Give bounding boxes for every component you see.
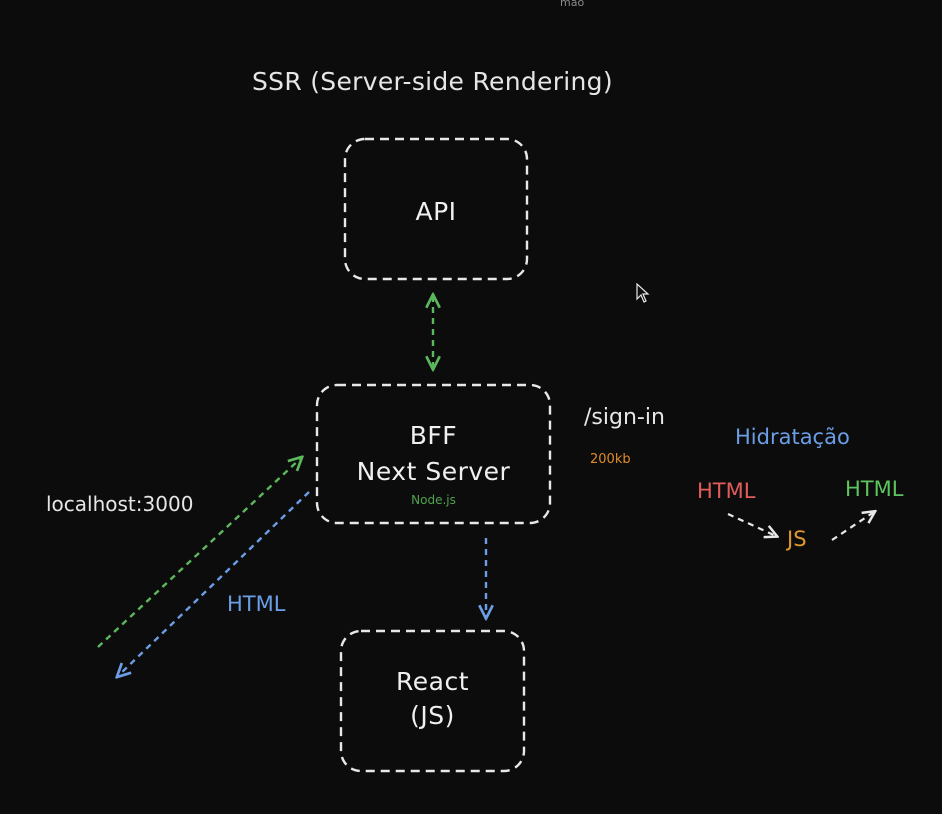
- bff-label: BFF: [409, 421, 458, 450]
- hydration-to-label: HTML: [845, 477, 904, 501]
- react-box: [339, 629, 526, 773]
- bff-box: [315, 383, 552, 525]
- response-html-label: HTML: [227, 592, 286, 616]
- route-size-label: 200kb: [590, 452, 631, 467]
- response-arrow: [118, 491, 310, 676]
- route-path-label: /sign-in: [584, 405, 665, 430]
- runtime-label: Node.js: [411, 493, 456, 507]
- react-label: React: [396, 667, 469, 696]
- next-server-label: Next Server: [356, 457, 511, 486]
- mouse-cursor-icon: [636, 283, 650, 303]
- request-arrow: [97, 458, 301, 648]
- author-label: mao: [560, 0, 585, 9]
- api-label: API: [415, 197, 457, 226]
- diagram-title: SSR (Server-side Rendering): [252, 67, 613, 96]
- hydration-arrow-1: [727, 513, 776, 536]
- hydration-arrow-2: [831, 512, 874, 541]
- hydration-via-label: JS: [787, 527, 807, 551]
- hydration-title: Hidratação: [735, 425, 850, 449]
- api-box: [343, 137, 529, 281]
- react-js-label: (JS): [410, 701, 455, 730]
- hydration-from-label: HTML: [697, 479, 756, 503]
- client-address-label: localhost:3000: [46, 492, 194, 516]
